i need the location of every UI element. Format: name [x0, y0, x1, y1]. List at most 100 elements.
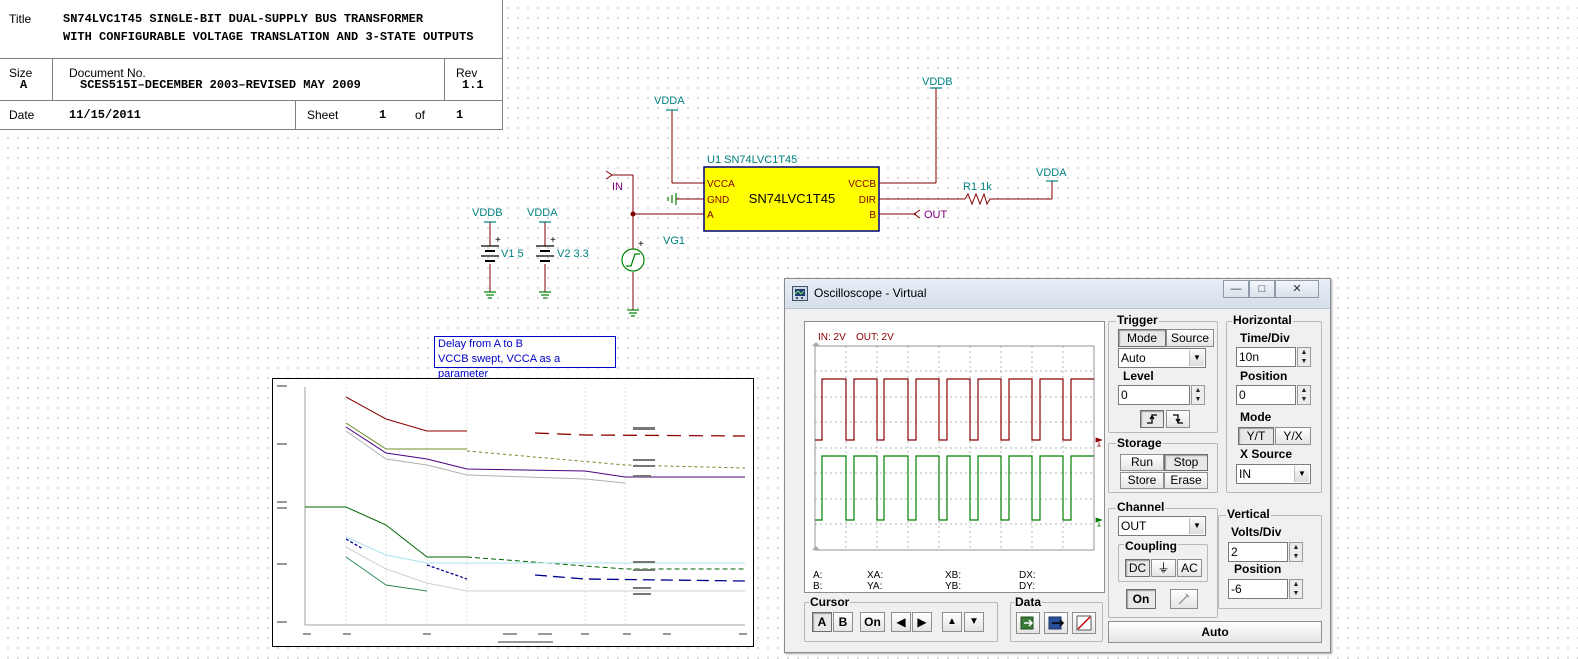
in-port-label: IN	[612, 181, 623, 193]
of-label: of	[415, 108, 426, 122]
store-button[interactable]: Store	[1120, 472, 1164, 489]
date-label: Date	[9, 108, 35, 122]
erase-button[interactable]: Erase	[1164, 472, 1208, 489]
sheet-total-value: 1	[456, 108, 464, 122]
run-button[interactable]: Run	[1120, 454, 1164, 471]
pin-b: B	[869, 210, 876, 221]
cursor-up-icon[interactable]: ▲	[942, 612, 962, 632]
resistor-label: R1 1k	[963, 181, 992, 193]
cursor-a-readout: A:	[813, 570, 823, 581]
horizontal-group-label: Horizontal	[1232, 313, 1293, 327]
cursor-yb-readout: YB:	[945, 581, 962, 592]
v1-plus-sign: +	[495, 235, 501, 246]
restore-button[interactable]: □	[1249, 280, 1275, 298]
note-box[interactable]: Delay from A to B VCCB swept, VCCA as a …	[434, 336, 616, 380]
cursor-b-button[interactable]: B	[833, 612, 853, 632]
vertical-group-label: Vertical	[1226, 507, 1271, 521]
time-div-spinner[interactable]: ▲▼	[1297, 347, 1311, 367]
time-div-input[interactable]: 10n	[1236, 347, 1296, 367]
note-line-2: VCCB swept, VCCA as a parameter	[438, 353, 561, 380]
ic-part-name: SN74LVC1T45	[749, 191, 835, 206]
delay-chart-image[interactable]	[272, 378, 754, 647]
ground-symbol-ic	[667, 193, 677, 205]
plot-data-icon[interactable]	[1072, 612, 1096, 634]
date-value: 11/15/2011	[69, 108, 142, 122]
storage-group	[1108, 443, 1218, 493]
cursor-dx-readout: DX:	[1019, 570, 1036, 581]
yx-mode-button[interactable]: Y/X	[1275, 427, 1311, 445]
rising-edge-icon[interactable]	[1140, 410, 1164, 428]
title-label: Title	[9, 12, 32, 26]
trigger-source-button[interactable]: Source	[1166, 329, 1214, 347]
ic-reference: U1 SN74LVC1T45	[707, 154, 797, 166]
revision-value: 1.1	[462, 78, 484, 92]
size-value: A	[20, 78, 28, 92]
oscilloscope-window[interactable]: Oscilloscope - Virtual — □ ✕ IN: 2V OUT:…	[784, 278, 1331, 653]
data-group-label: Data	[1014, 595, 1043, 609]
dc-coupling-button[interactable]: DC	[1125, 559, 1150, 577]
oscilloscope-title: Oscilloscope - Virtual	[814, 286, 927, 300]
cursor-left-icon[interactable]: ◀	[891, 612, 911, 632]
coupling-label: Coupling	[1124, 539, 1178, 553]
chevron-down-icon[interactable]: ▼	[1189, 518, 1204, 534]
ac-coupling-button[interactable]: AC	[1177, 559, 1202, 577]
vg1-plus-sign: +	[638, 239, 644, 250]
channel-group-label: Channel	[1116, 500, 1166, 514]
pin-dir: DIR	[859, 195, 876, 206]
sheet-label: Sheet	[307, 108, 339, 122]
cursor-on-button[interactable]: On	[860, 612, 885, 632]
vertical-position-input[interactable]: -6	[1228, 579, 1288, 599]
cursor-down-icon[interactable]: ▼	[964, 612, 984, 632]
battery-v2-icon[interactable]	[536, 245, 554, 262]
volts-div-input[interactable]: 2	[1228, 542, 1288, 562]
trigger-group	[1108, 321, 1218, 433]
cursor-right-icon[interactable]: ▶	[912, 612, 932, 632]
in-port-icon	[605, 170, 619, 180]
battery-v1-icon[interactable]	[481, 245, 499, 262]
cursor-a-button[interactable]: A	[812, 612, 832, 632]
stop-button[interactable]: Stop	[1164, 454, 1208, 471]
probe-color-icon[interactable]	[1170, 589, 1198, 609]
chevron-down-icon[interactable]: ▼	[1294, 466, 1309, 482]
net-label-vdda-top: VDDA	[654, 95, 685, 107]
ic-body[interactable]	[703, 166, 880, 232]
resistor-r1[interactable]	[964, 192, 991, 206]
trigger-mode-button[interactable]: Mode	[1118, 329, 1166, 347]
import-data-icon[interactable]	[1016, 612, 1040, 634]
x-source-select[interactable]: IN ▼	[1236, 464, 1311, 484]
net-label-vddb-left: VDDB	[472, 207, 503, 219]
oscilloscope-titlebar[interactable]: Oscilloscope - Virtual — □ ✕	[785, 279, 1330, 309]
horizontal-position-input[interactable]: 0	[1236, 385, 1296, 405]
minimize-button[interactable]: —	[1223, 280, 1249, 298]
close-button[interactable]: ✕	[1275, 280, 1319, 298]
title-line-1: SN74LVC1T45 SINGLE-BIT DUAL-SUPPLY BUS T…	[63, 12, 424, 26]
net-label-vddb-top: VDDB	[922, 76, 953, 88]
sheet-value: 1	[379, 108, 387, 122]
horizontal-mode-label: Mode	[1240, 410, 1272, 424]
out-port-label: OUT	[924, 209, 948, 221]
note-line-1: Delay from A to B	[438, 338, 523, 350]
volts-div-spinner[interactable]: ▲▼	[1289, 542, 1303, 562]
trigger-level-spinner[interactable]: ▲▼	[1191, 385, 1205, 405]
channel-on-button[interactable]: On	[1126, 589, 1156, 609]
trigger-mode-select[interactable]: Auto ▼	[1118, 348, 1206, 368]
oscilloscope-screen[interactable]: IN: 2V OUT: 2V A: B: XA: YA:	[804, 321, 1105, 593]
trigger-group-label: Trigger	[1116, 313, 1159, 327]
channel-value: OUT	[1121, 519, 1147, 533]
yt-mode-button[interactable]: Y/T	[1238, 427, 1274, 445]
auto-button[interactable]: Auto	[1108, 621, 1322, 643]
export-data-icon[interactable]	[1044, 612, 1068, 634]
vertical-position-spinner[interactable]: ▲▼	[1289, 579, 1303, 599]
pin-vcca: VCCA	[707, 179, 735, 190]
horizontal-position-spinner[interactable]: ▲▼	[1297, 385, 1311, 405]
cursor-group	[804, 602, 998, 642]
falling-edge-icon[interactable]	[1166, 410, 1190, 428]
chevron-down-icon[interactable]: ▼	[1189, 350, 1204, 366]
channel-select[interactable]: OUT ▼	[1118, 516, 1206, 536]
data-group	[1010, 602, 1103, 642]
oscilloscope-app-icon	[792, 286, 808, 301]
ground-coupling-icon[interactable]: ⏚	[1151, 559, 1176, 577]
pin-gnd: GND	[707, 195, 729, 206]
trigger-level-input[interactable]: 0	[1118, 385, 1190, 405]
